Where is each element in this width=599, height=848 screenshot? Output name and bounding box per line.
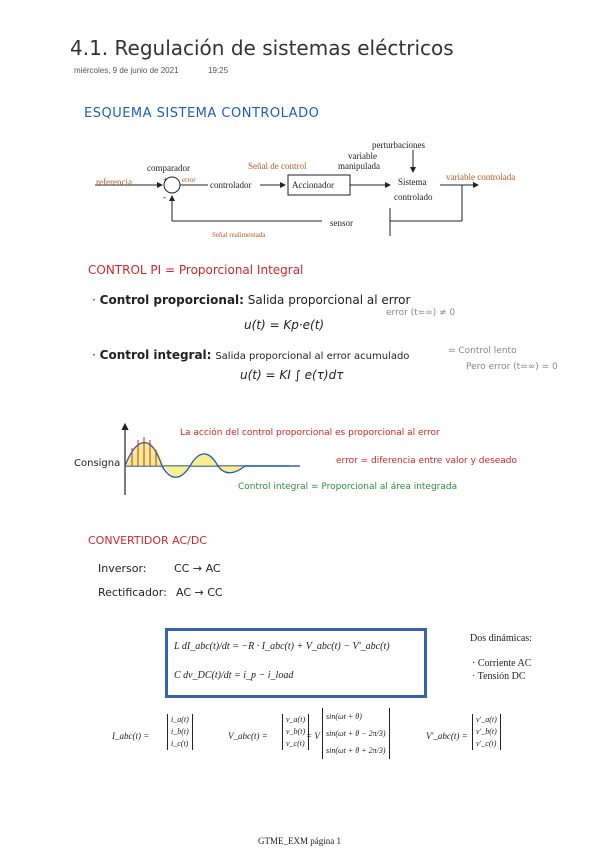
iabc-label: I_abc(t) = [112, 731, 150, 741]
int-line: · Control integral: Salida proporcional … [92, 348, 410, 362]
variable-label: variable [348, 151, 377, 161]
sin-vector-a: sin(ωt + θ) [326, 712, 362, 721]
vp-vector-b: v'_b(t) [476, 727, 497, 736]
dinamica-item-1: · Corriente AC [472, 658, 532, 669]
annotation-green: Control integral = Proporcional al área … [238, 482, 458, 492]
equation-1: L dI_abc(t)/dt = −R · I_abc(t) + V_abc(t… [174, 641, 390, 652]
int-note-2: Pero error (t=∞) = 0 [466, 362, 558, 372]
section-heading-convertidor: CONVERTIDOR AC/DC [88, 534, 207, 547]
senal-control-label: Señal de control [248, 161, 307, 171]
equation-2: C dv_DC(t)/dt = i_p − i_load [174, 670, 294, 681]
block-diagram [95, 150, 479, 236]
prop-formula: u(t) = Kp·e(t) [244, 318, 325, 332]
sin-vector-b: sin(ωt + θ − 2π/3) [326, 729, 386, 738]
dinamicas-title: Dos dinámicas: [470, 633, 532, 644]
inversor-label: Inversor: [98, 562, 147, 575]
senal-realimentada-label: Señal realimentada [212, 231, 266, 239]
annotation-error: error = diferencia entre valor y deseado [336, 456, 518, 466]
perturbaciones-label: perturbaciones [372, 140, 425, 150]
prop-label: Control proporcional: [99, 293, 244, 307]
v-vector-c: v_c(t) [286, 739, 305, 748]
inversor-value: CC → AC [174, 562, 221, 575]
rectificador-label: Rectificador: [98, 586, 167, 599]
v-vector-b: v_b(t) [286, 727, 306, 736]
int-note-1: = Control lento [448, 346, 517, 356]
accionador-label: Accionador [292, 180, 334, 190]
prop-text: Salida proporcional al error [247, 293, 411, 307]
page-title: 4.1. Regulación de sistemas eléctricos [70, 36, 454, 60]
referencia-label: referencia [96, 177, 132, 187]
sistema-label: Sistema [398, 177, 427, 187]
i-vector-c: i_c(t) [171, 739, 189, 748]
i-vector-a: i_a(t) [171, 715, 189, 724]
v-vector: v_a(t) v_b(t) v_c(t) [282, 714, 310, 750]
response-graph [121, 422, 300, 495]
sin-vector: sin(ωt + θ) sin(ωt + θ − 2π/3) sin(ωt + … [322, 708, 390, 759]
int-label: Control integral: [99, 348, 212, 362]
dinamica-item-2: · Tensión DC [472, 671, 526, 682]
equation-box [165, 628, 427, 698]
vabc-label: V_abc(t) = [228, 731, 268, 741]
manipulada-label: manipulada [338, 161, 380, 171]
annotation-red: La acción del control proporcional es pr… [180, 428, 440, 438]
prop-note: error (t=∞) ≠ 0 [386, 308, 456, 318]
v-vector-a: v_a(t) [286, 715, 306, 724]
page-time: 19:25 [208, 66, 229, 75]
variable-controlada-label: variable controlada [446, 172, 516, 182]
rectificador-value: AC → CC [176, 586, 223, 599]
controlado-label: controlado [394, 192, 433, 202]
dinamica-2-text: Tensión DC [477, 671, 526, 682]
vp-vector-a: v'_a(t) [476, 715, 497, 724]
comparador-label: comparador [147, 163, 190, 173]
vp-vector-c: v'_c(t) [476, 739, 497, 748]
dinamica-1-text: Corriente AC [477, 658, 532, 669]
section-heading-control-pi: CONTROL PI = Proporcional Integral [88, 263, 304, 277]
page-date: miércoles, 9 de junio de 2021 [74, 66, 179, 75]
section-heading-esquema: ESQUEMA SISTEMA CONTROLADO [84, 106, 320, 121]
i-vector: i_a(t) i_b(t) i_c(t) [167, 714, 193, 750]
plus-sign: + [163, 175, 168, 184]
controlador-label: controlador [210, 180, 252, 190]
consigna-label: Consigna [74, 458, 121, 469]
sensor-label: sensor [330, 218, 353, 228]
minus-sign: - [163, 192, 166, 202]
sin-vector-c: sin(ωt + θ + 2π/3) [326, 746, 386, 755]
vpabc-label: V'_abc(t) = [426, 731, 468, 741]
page-footer: GTME_EXM página 1 [258, 836, 341, 846]
vp-vector: v'_a(t) v'_b(t) v'_c(t) [472, 714, 501, 750]
vabc-eq: = V [306, 731, 320, 741]
error-label: error [182, 176, 196, 184]
prop-line: · Control proporcional: Salida proporcio… [92, 293, 411, 307]
i-vector-b: i_b(t) [171, 727, 189, 736]
int-formula: u(t) = KI ∫ e(τ)dτ [240, 368, 344, 382]
int-text: Salida proporcional al error acumulado [215, 351, 410, 362]
